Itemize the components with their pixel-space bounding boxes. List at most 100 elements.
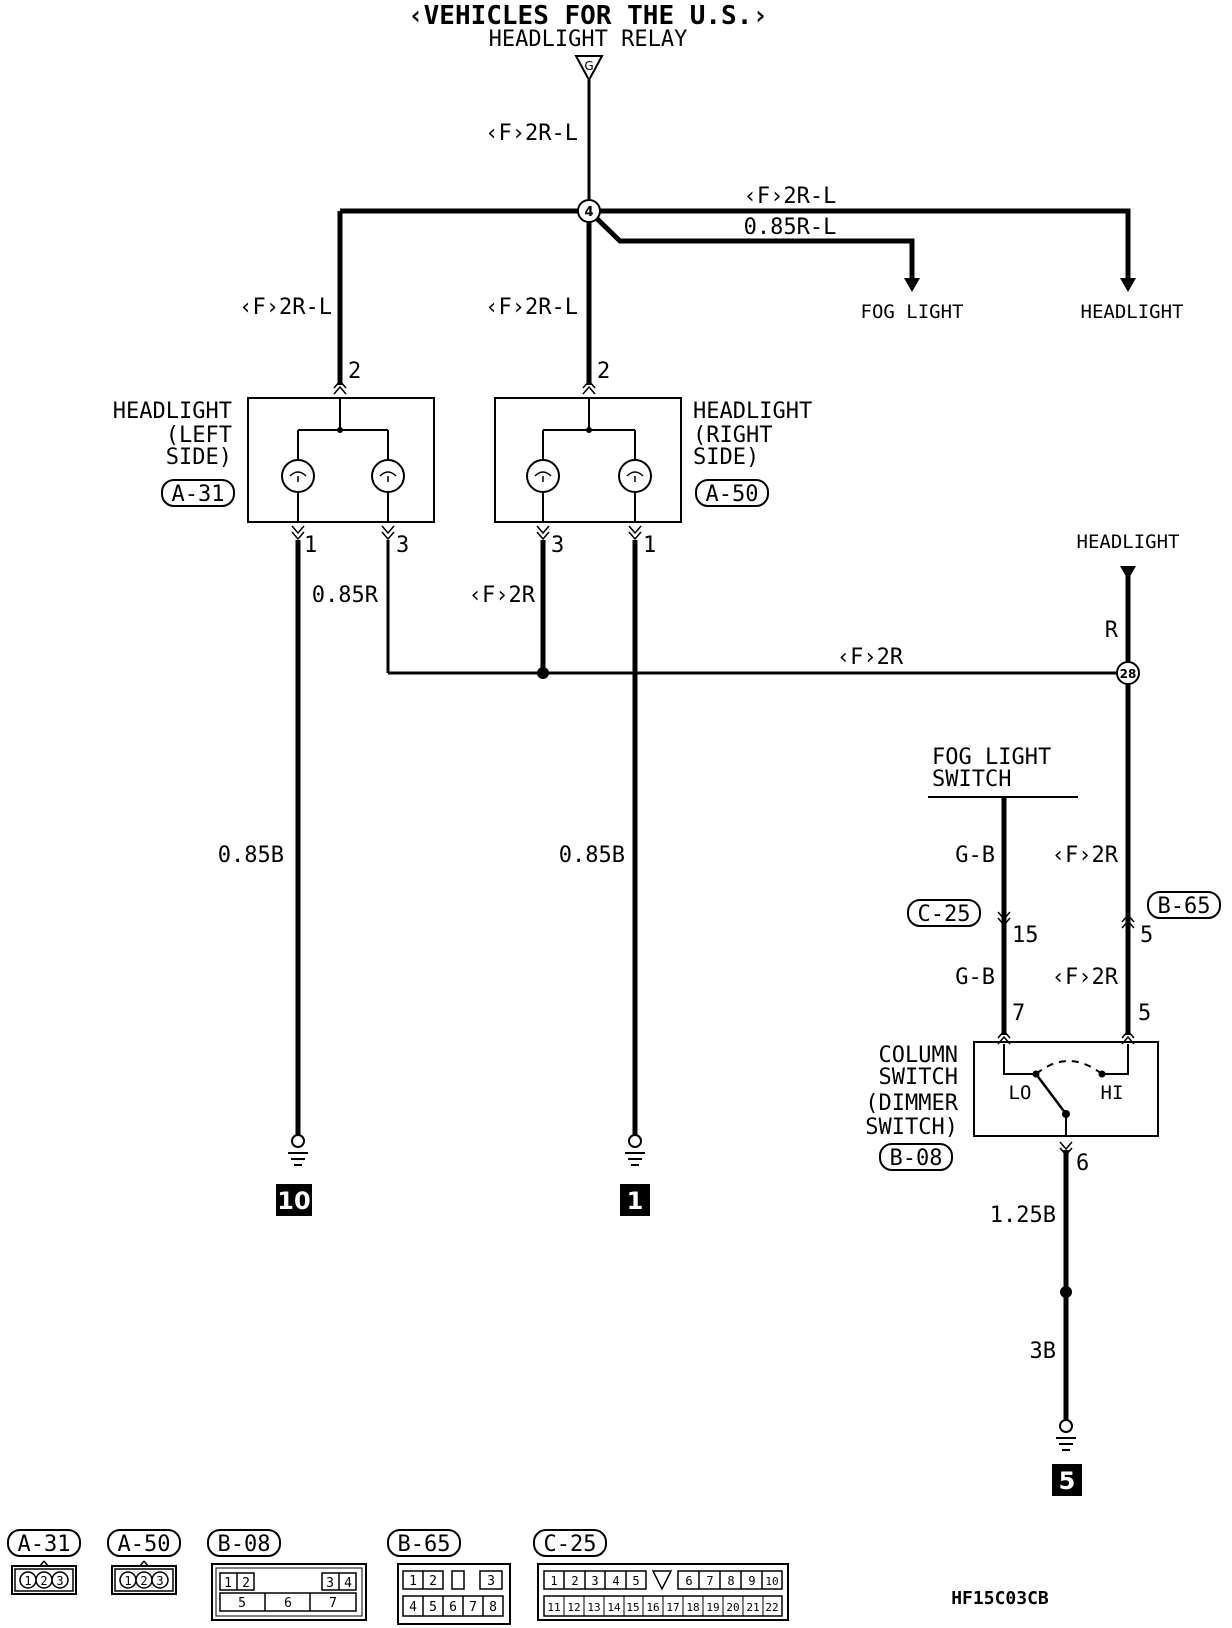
svg-text:A-31: A-31	[172, 482, 225, 507]
splice-28-label: 28	[1120, 667, 1137, 681]
svg-text:10: 10	[765, 1575, 778, 1588]
svg-text:19: 19	[706, 1601, 719, 1614]
svg-text:2: 2	[140, 1574, 147, 1588]
wire-label-dimmer-out: 1.25B	[990, 1203, 1056, 1228]
headlight-right	[494, 397, 682, 523]
legend-a31-tag: A-31	[7, 1529, 81, 1557]
column-switch-name-2: SWITCH	[879, 1065, 958, 1090]
svg-text:B-08: B-08	[890, 1146, 943, 1171]
svg-text:5: 5	[1059, 1467, 1076, 1495]
left-headlight-pin-a: 1	[304, 533, 317, 558]
svg-text:2: 2	[571, 1574, 578, 1588]
svg-text:5: 5	[632, 1574, 639, 1588]
splice-4-label: 4	[584, 205, 593, 220]
ground-symbol-left-icon	[288, 1134, 308, 1166]
svg-text:B-65: B-65	[1158, 894, 1211, 919]
b08-connector-tag: B-08	[879, 1143, 953, 1171]
svg-text:18: 18	[686, 1601, 699, 1614]
splice-4: 4	[577, 199, 601, 223]
pin-marker-c25	[997, 911, 1011, 927]
svg-text:4: 4	[409, 1600, 417, 1615]
svg-text:11: 11	[547, 1601, 560, 1614]
legend-a50-tag: A-50	[107, 1529, 181, 1557]
svg-text:3: 3	[326, 1576, 334, 1591]
svg-text:1: 1	[409, 1574, 417, 1589]
wire-label-headlight-in: R	[1105, 618, 1119, 643]
legend-b08-tag: B-08	[207, 1529, 281, 1557]
svg-text:6: 6	[284, 1596, 292, 1611]
pin-marker-b65	[1121, 913, 1135, 929]
ground-symbol-bottom-icon	[1056, 1419, 1076, 1451]
right-headlight-pin-b: 1	[643, 533, 656, 558]
svg-text:9: 9	[748, 1574, 755, 1588]
svg-text:13: 13	[587, 1601, 600, 1614]
wire-label-ground-5: 3B	[1030, 1339, 1057, 1364]
svg-text:A-50: A-50	[706, 482, 759, 507]
dimmer-switch-arm-icon	[1035, 1073, 1067, 1115]
legend-b65-tag: B-65	[387, 1529, 461, 1557]
headlight-top-arrow-icon	[1120, 278, 1136, 292]
wire-label-hi-2: ‹F›2R	[1052, 965, 1119, 990]
svg-text:6: 6	[449, 1600, 457, 1615]
svg-text:3: 3	[56, 1574, 63, 1588]
figure-code: HF15C03CB	[951, 1588, 1049, 1609]
column-switch-pin-lo: 7	[1012, 1001, 1025, 1026]
wire-top-bus	[340, 208, 1131, 280]
left-low-beam-bulb-icon	[281, 459, 315, 493]
fog-switch-name-1: FOG LIGHT	[932, 745, 1051, 770]
wire-label-right-pin3: ‹F›2R	[469, 583, 536, 608]
output-fog-light: FOG LIGHT	[861, 301, 964, 323]
svg-text:6: 6	[685, 1574, 692, 1588]
legend-a50-connector: 1 2 3	[111, 1560, 177, 1595]
junction-dot	[537, 667, 549, 679]
svg-text:B-65: B-65	[398, 1532, 451, 1557]
pin-marker-right-top	[582, 379, 596, 395]
legend-b08-connector: 1 2 3 4 5 6 7	[211, 1563, 367, 1621]
pin-marker-left-3	[381, 525, 395, 541]
splice-28: 28	[1116, 661, 1140, 685]
output-headlight-in: HEADLIGHT	[1077, 531, 1180, 553]
fog-light-arrow-icon	[904, 278, 920, 292]
wire-label-hi-1: ‹F›2R	[1052, 843, 1119, 868]
right-low-beam-bulb-icon	[618, 459, 652, 493]
legend-c25-connector: 1 2 3 4 5 6 7 8 9 10 11 12 13 14 15 16 1…	[537, 1563, 789, 1621]
svg-text:A-31: A-31	[18, 1532, 71, 1557]
left-headlight-name-2: (LEFT	[166, 423, 232, 448]
svg-text:1: 1	[627, 1187, 644, 1215]
svg-text:14: 14	[607, 1601, 621, 1614]
pin-marker-left-1	[291, 525, 305, 541]
relay-terminal-icon: G	[574, 55, 604, 83]
wire-label-fog-sw-2: G-B	[955, 965, 995, 990]
svg-text:8: 8	[727, 1574, 734, 1588]
wire-label-fog-branch: 0.85R-L	[744, 215, 837, 240]
svg-text:16: 16	[646, 1601, 659, 1614]
ground-badge-right: 1	[620, 1184, 650, 1216]
wire-label-top-right: ‹F›2R-L	[744, 184, 837, 209]
b65-pin: 5	[1140, 923, 1153, 948]
svg-text:5: 5	[238, 1596, 246, 1611]
b65-connector-tag: B-65	[1147, 891, 1221, 919]
svg-text:1: 1	[124, 1574, 131, 1588]
right-headlight-pin-a: 3	[551, 533, 564, 558]
svg-text:5: 5	[429, 1600, 437, 1615]
column-switch-name-4: SWITCH)	[865, 1115, 958, 1140]
svg-text:21: 21	[746, 1601, 759, 1614]
left-headlight-name-3: SIDE)	[166, 445, 232, 470]
column-switch-pin-hi: 5	[1138, 1001, 1151, 1026]
svg-text:12: 12	[567, 1601, 580, 1614]
right-headlight-name-3: SIDE)	[693, 445, 759, 470]
wire-label-left-ground: 0.85B	[218, 843, 284, 868]
column-switch-lo: LO	[1009, 1082, 1032, 1104]
diagram-title: ‹VEHICLES FOR THE U.S.›	[408, 1, 768, 31]
column-switch-pin-out: 6	[1076, 1151, 1089, 1176]
svg-text:C-25: C-25	[544, 1532, 597, 1557]
c25-connector-tag: C-25	[907, 899, 981, 927]
column-switch	[973, 1041, 1159, 1137]
left-high-beam-bulb-icon	[371, 459, 405, 493]
legend-a31-connector: 1 2 3	[11, 1560, 77, 1595]
svg-text:20: 20	[726, 1601, 739, 1614]
c25-pin: 15	[1012, 923, 1039, 948]
wire-fog-branch	[587, 209, 915, 280]
legend: A-31 1 2 3 A-50 1 2 3	[7, 1529, 789, 1625]
